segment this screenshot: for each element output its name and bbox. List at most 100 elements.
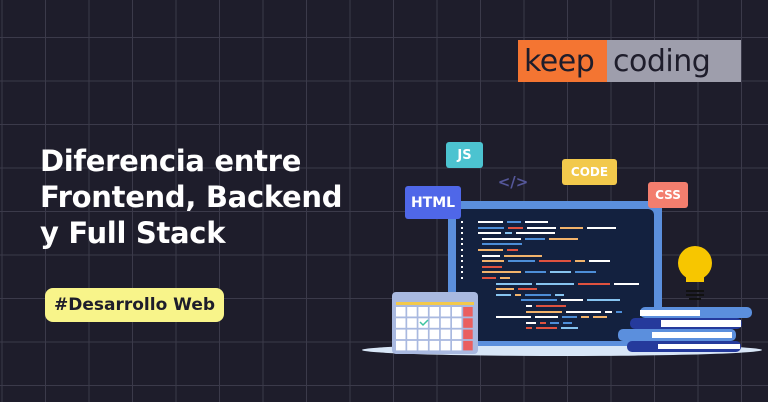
calendar-cell — [429, 318, 440, 328]
line-marker — [461, 249, 463, 251]
code-line — [587, 299, 620, 302]
code-line — [535, 316, 558, 319]
code-line — [496, 316, 531, 319]
code-line — [526, 327, 532, 330]
code-line — [516, 232, 555, 235]
calendar-cell — [396, 307, 406, 317]
code-line — [589, 260, 610, 263]
code-line — [507, 221, 521, 223]
code-line — [540, 321, 546, 324]
code-line — [478, 226, 504, 229]
code-line — [478, 232, 501, 235]
code-line — [614, 282, 639, 285]
calendar-cell — [418, 307, 428, 317]
html-badge: HTML — [405, 186, 461, 219]
calendar-cell — [407, 318, 417, 328]
logo-coding: coding — [607, 40, 741, 82]
code-line — [496, 293, 511, 296]
calendar-cell — [396, 329, 406, 340]
calendar-cell — [407, 307, 417, 317]
code-line — [496, 282, 532, 285]
code-line — [478, 249, 503, 251]
js-badge: JS — [446, 142, 483, 168]
line-marker — [461, 237, 463, 240]
code-line — [575, 271, 596, 274]
code-line — [508, 226, 523, 229]
code-line — [508, 260, 535, 263]
line-marker — [461, 226, 463, 229]
code-line — [605, 310, 612, 313]
calendar-cell — [463, 340, 473, 351]
line-marker — [461, 260, 463, 263]
calendar-cell — [418, 318, 428, 328]
code-line — [504, 254, 542, 257]
code-line — [526, 321, 536, 324]
code-line — [539, 260, 571, 263]
code-line — [536, 305, 566, 307]
calendar-icon — [392, 292, 478, 354]
code-line — [526, 310, 562, 313]
line-marker — [461, 221, 463, 223]
category-tag: #Desarrollo Web — [45, 288, 225, 322]
code-tag-icon: </> — [497, 173, 529, 191]
code-line — [518, 288, 537, 291]
line-marker — [461, 254, 463, 257]
code-line — [549, 237, 578, 240]
code-line — [561, 327, 578, 330]
code-line — [521, 299, 557, 302]
code-line — [527, 226, 556, 229]
code-line — [505, 232, 512, 235]
calendar-cell — [452, 329, 462, 340]
code-badge: CODE — [562, 159, 617, 185]
code-line — [562, 316, 577, 319]
calendar-cell — [440, 307, 451, 317]
calendar-cell — [429, 329, 440, 340]
logo-keep: keep — [518, 40, 607, 82]
code-line — [507, 249, 518, 251]
code-line — [593, 316, 607, 319]
code-line — [550, 271, 571, 274]
calendar-cell — [452, 307, 462, 317]
code-line — [525, 221, 548, 223]
calendar-cell — [396, 340, 406, 351]
code-screen — [456, 209, 654, 341]
line-marker — [461, 243, 463, 246]
title-line: Diferencia entre — [40, 144, 302, 178]
code-line — [482, 254, 500, 257]
page-title: Diferencia entre Frontend, Backend y Ful… — [40, 143, 343, 251]
code-line — [525, 293, 551, 296]
line-marker — [461, 265, 463, 268]
code-line — [581, 316, 589, 319]
calendar-cell — [407, 329, 417, 340]
code-line — [525, 271, 546, 274]
calendar-cell — [452, 340, 462, 351]
calendar-cell — [418, 340, 428, 351]
calendar-cell — [396, 318, 406, 328]
calendar-cell — [429, 307, 440, 317]
code-line — [525, 237, 545, 240]
code-line — [482, 271, 521, 274]
code-line — [561, 299, 583, 302]
calendar-cell — [452, 318, 462, 328]
code-line — [560, 226, 583, 229]
line-marker — [461, 232, 463, 235]
code-line — [555, 293, 564, 296]
code-line — [616, 310, 622, 313]
code-line — [515, 293, 521, 296]
code-line — [482, 237, 521, 240]
line-marker — [461, 271, 463, 274]
line-marker — [461, 277, 463, 279]
code-line — [566, 310, 601, 313]
code-line — [550, 321, 559, 324]
books-icon — [618, 307, 752, 352]
code-line — [482, 265, 502, 268]
calendar-cell — [407, 340, 417, 351]
calendar-cell — [440, 340, 451, 351]
code-line — [496, 288, 514, 291]
code-line — [478, 221, 503, 223]
code-line — [587, 226, 616, 229]
code-line — [500, 277, 510, 279]
code-line — [578, 282, 610, 285]
code-line — [575, 260, 585, 263]
